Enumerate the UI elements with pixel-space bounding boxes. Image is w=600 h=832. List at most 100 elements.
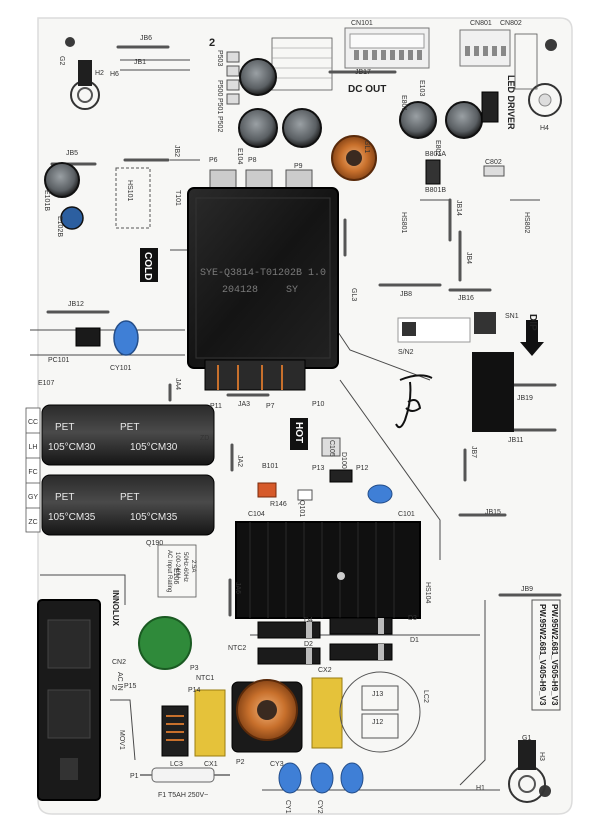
svg-text:D4: D4 [304,617,313,624]
svg-text:CY3: CY3 [270,761,284,768]
svg-text:D3: D3 [408,615,417,622]
svg-text:Q190: Q190 [146,540,163,547]
svg-text:LC2: LC2 [422,690,429,703]
svg-text:E103: E103 [418,80,425,96]
choke-lc3 [161,705,189,757]
svg-text:JB11: JB11 [508,437,524,444]
heatsink-hs104 [235,521,421,619]
connector-cn801 [459,29,511,67]
pcb-board [37,17,573,815]
inductor-b801 [425,159,441,185]
svg-text:CN2: CN2 [112,659,126,666]
test-pads-p50x [226,51,240,105]
ac-input-connector [37,599,101,801]
varistor-mov [138,616,192,670]
svg-text:CY1: CY1 [284,800,291,814]
lc2-outline [339,671,421,753]
mount-hole-top-right [545,39,557,51]
side-code-fc: FC [28,469,37,476]
heatsink-hs101-outline [115,167,151,229]
svg-text:P2: P2 [236,759,245,766]
jumper-wires [46,45,562,617]
svg-text:D100: D100 [340,452,347,469]
svg-text:CY2: CY2 [316,800,323,814]
side-code-zc: ZC [28,519,37,526]
svg-text:B801A: B801A [425,151,446,158]
svg-text:JB14: JB14 [455,200,462,216]
cap2-pet-right: PET [120,492,139,503]
cap2-rating-right: 105°CM35 [130,512,178,523]
xcap-cx1 [194,689,226,757]
diode-d100 [329,469,353,483]
svg-text:CX2: CX2 [318,667,332,674]
svg-text:ZD: ZD [200,435,209,442]
qr-code [474,312,496,334]
svg-text:R146: R146 [270,501,287,508]
svg-text:E101B: E101B [43,190,50,211]
svg-text:GL1: GL1 [363,140,370,153]
mount-hole-h4 [528,83,562,117]
cap2-pet-left: PET [55,492,74,503]
led-pin-table [514,33,538,90]
label-led-driver: LED DRIVER [506,75,516,130]
ycap-cy101 [113,320,139,356]
ac-rating-box [157,544,197,598]
svg-text:100-240V: 100-240V [174,552,180,578]
transformer-code: SYE-Q3814-T01202B 1.0 [200,268,326,279]
ac-rating-text: AC Input Rating 100-240V 50Hz-60Hz 2.5A [166,550,196,592]
dip-arrow [520,320,544,356]
label-fuse: F1 T5AH 250V~ [158,792,208,799]
capacitor-e1: PET PET 105°CM30 105°CM30 PET PET 105°CM… [41,404,215,536]
svg-text:JA6: JA6 [234,582,241,594]
svg-text:AC Input Rating: AC Input Rating [166,550,172,592]
svg-text:JB2: JB2 [173,145,180,157]
toroid-lc1 [231,679,303,753]
svg-text:T101: T101 [174,190,181,206]
svg-text:PW.95W2.681_V405-H9_V3: PW.95W2.681_V405-H9_V3 [538,604,547,706]
svg-text:NTC1: NTC1 [196,675,214,682]
svg-text:JB6: JB6 [140,35,152,42]
transformer-sy: SY [286,285,298,296]
svg-text:JB15: JB15 [485,509,501,516]
svg-text:G2: G2 [58,56,65,65]
svg-text:GL3: GL3 [350,288,357,301]
svg-text:Q101: Q101 [298,500,305,517]
svg-text:PW.95W2.681_V505-H9_V3: PW.95W2.681_V505-H9_V3 [550,604,559,706]
svg-text:HS801: HS801 [400,212,407,234]
capacitor-e104 [238,58,322,148]
svg-text:D2: D2 [304,641,313,648]
xcap-cx2 [311,677,343,749]
svg-text:E801: E801 [400,95,407,111]
svg-text:2.5A: 2.5A [190,560,196,572]
svg-text:CN802: CN802 [500,20,522,27]
hot-label: HOT [290,418,308,450]
part-number-box: PW.95W2.681_V405-H9_V3 PW.95W2.681_V505-… [531,599,561,711]
diode-top-right [481,91,499,123]
svg-text:P503: P503 [216,50,223,66]
svg-text:N: N [112,685,117,692]
label-dip: DIP [527,314,538,331]
svg-text:P12: P12 [356,465,369,472]
svg-text:P502: P502 [216,116,223,132]
svg-text:P14: P14 [188,687,201,694]
cap1-pet-left: PET [55,422,74,433]
svg-text:P7: P7 [266,403,275,410]
svg-text:CN101: CN101 [351,20,373,27]
svg-text:E104: E104 [236,148,243,164]
resistor-r146 [257,482,277,498]
svg-text:JB17: JB17 [355,69,371,76]
svg-text:JA3: JA3 [238,401,250,408]
svg-text:CX1: CX1 [204,761,218,768]
label-sn1: SN1 [505,313,519,320]
svg-text:E802: E802 [434,140,441,156]
side-code-gy: GY [28,494,38,501]
svg-text:E107: E107 [38,380,54,387]
transformer-date: 204128 [222,285,258,296]
ground-lug-g1 [508,740,546,803]
cap1-pet-right: PET [120,422,139,433]
side-code-boxes: CC LH FC GY ZC [25,407,41,533]
label-dc-out: DC OUT [348,84,386,95]
svg-text:JA4: JA4 [174,378,181,390]
svg-text:H3: H3 [538,752,545,761]
svg-text:JB5: JB5 [66,150,78,157]
